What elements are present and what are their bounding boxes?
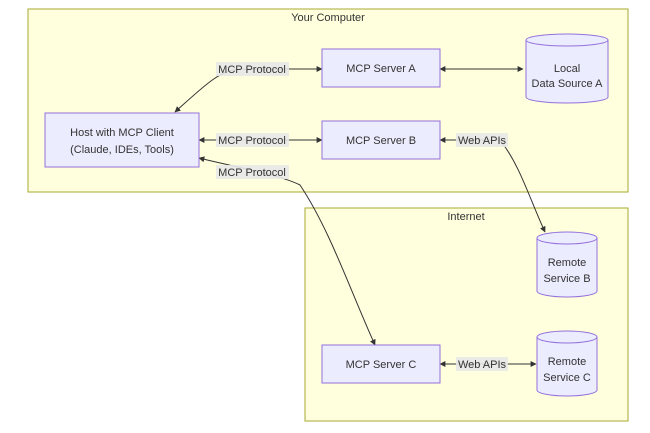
edge-label-host-server-c-text: MCP Protocol: [218, 167, 286, 179]
node-server-a[interactable]: MCP Server A: [321, 48, 441, 88]
node-remote-c-line2: Service C: [543, 372, 591, 384]
node-host-line1: Host with MCP Client: [70, 127, 174, 139]
edge-label-host-server-c: MCP Protocol: [216, 165, 289, 179]
node-remote-b-line2: Service B: [543, 273, 590, 285]
node-remote-service-b[interactable]: Remote Service B: [536, 231, 598, 298]
node-host[interactable]: Host with MCP Client (Claude, IDEs, Tool…: [44, 112, 200, 168]
node-server-c[interactable]: MCP Server C: [321, 344, 441, 384]
node-remote-service-c[interactable]: Remote Service C: [536, 330, 598, 397]
node-server-b-label: MCP Server B: [346, 135, 416, 147]
node-remote-b-line1: Remote: [548, 257, 587, 269]
edge-label-host-server-a-text: MCP Protocol: [218, 64, 286, 76]
edge-label-server-c-remote-c: Web APIs: [456, 357, 508, 371]
node-local-a-line1: Local: [554, 63, 580, 75]
node-server-c-label: MCP Server C: [346, 359, 417, 371]
node-remote-c-line1: Remote: [548, 356, 587, 368]
edge-label-server-b-remote-b-text: Web APIs: [458, 135, 507, 147]
edge-label-host-server-b-text: MCP Protocol: [218, 135, 286, 147]
node-server-a-label: MCP Server A: [346, 63, 416, 75]
edge-label-server-b-remote-b: Web APIs: [456, 133, 508, 147]
cluster-internet-title: Internet: [447, 211, 484, 223]
edge-label-host-server-b: MCP Protocol: [216, 133, 289, 147]
node-server-b[interactable]: MCP Server B: [321, 120, 441, 160]
node-local-data-source-a[interactable]: Local Data Source A: [525, 33, 609, 104]
node-host-line2: (Claude, IDEs, Tools): [70, 144, 174, 156]
edge-label-server-c-remote-c-text: Web APIs: [458, 359, 507, 371]
cluster-your-computer-title: Your Computer: [291, 12, 365, 24]
node-local-a-line2: Data Source A: [532, 78, 604, 90]
edge-label-host-server-a: MCP Protocol: [216, 62, 289, 76]
